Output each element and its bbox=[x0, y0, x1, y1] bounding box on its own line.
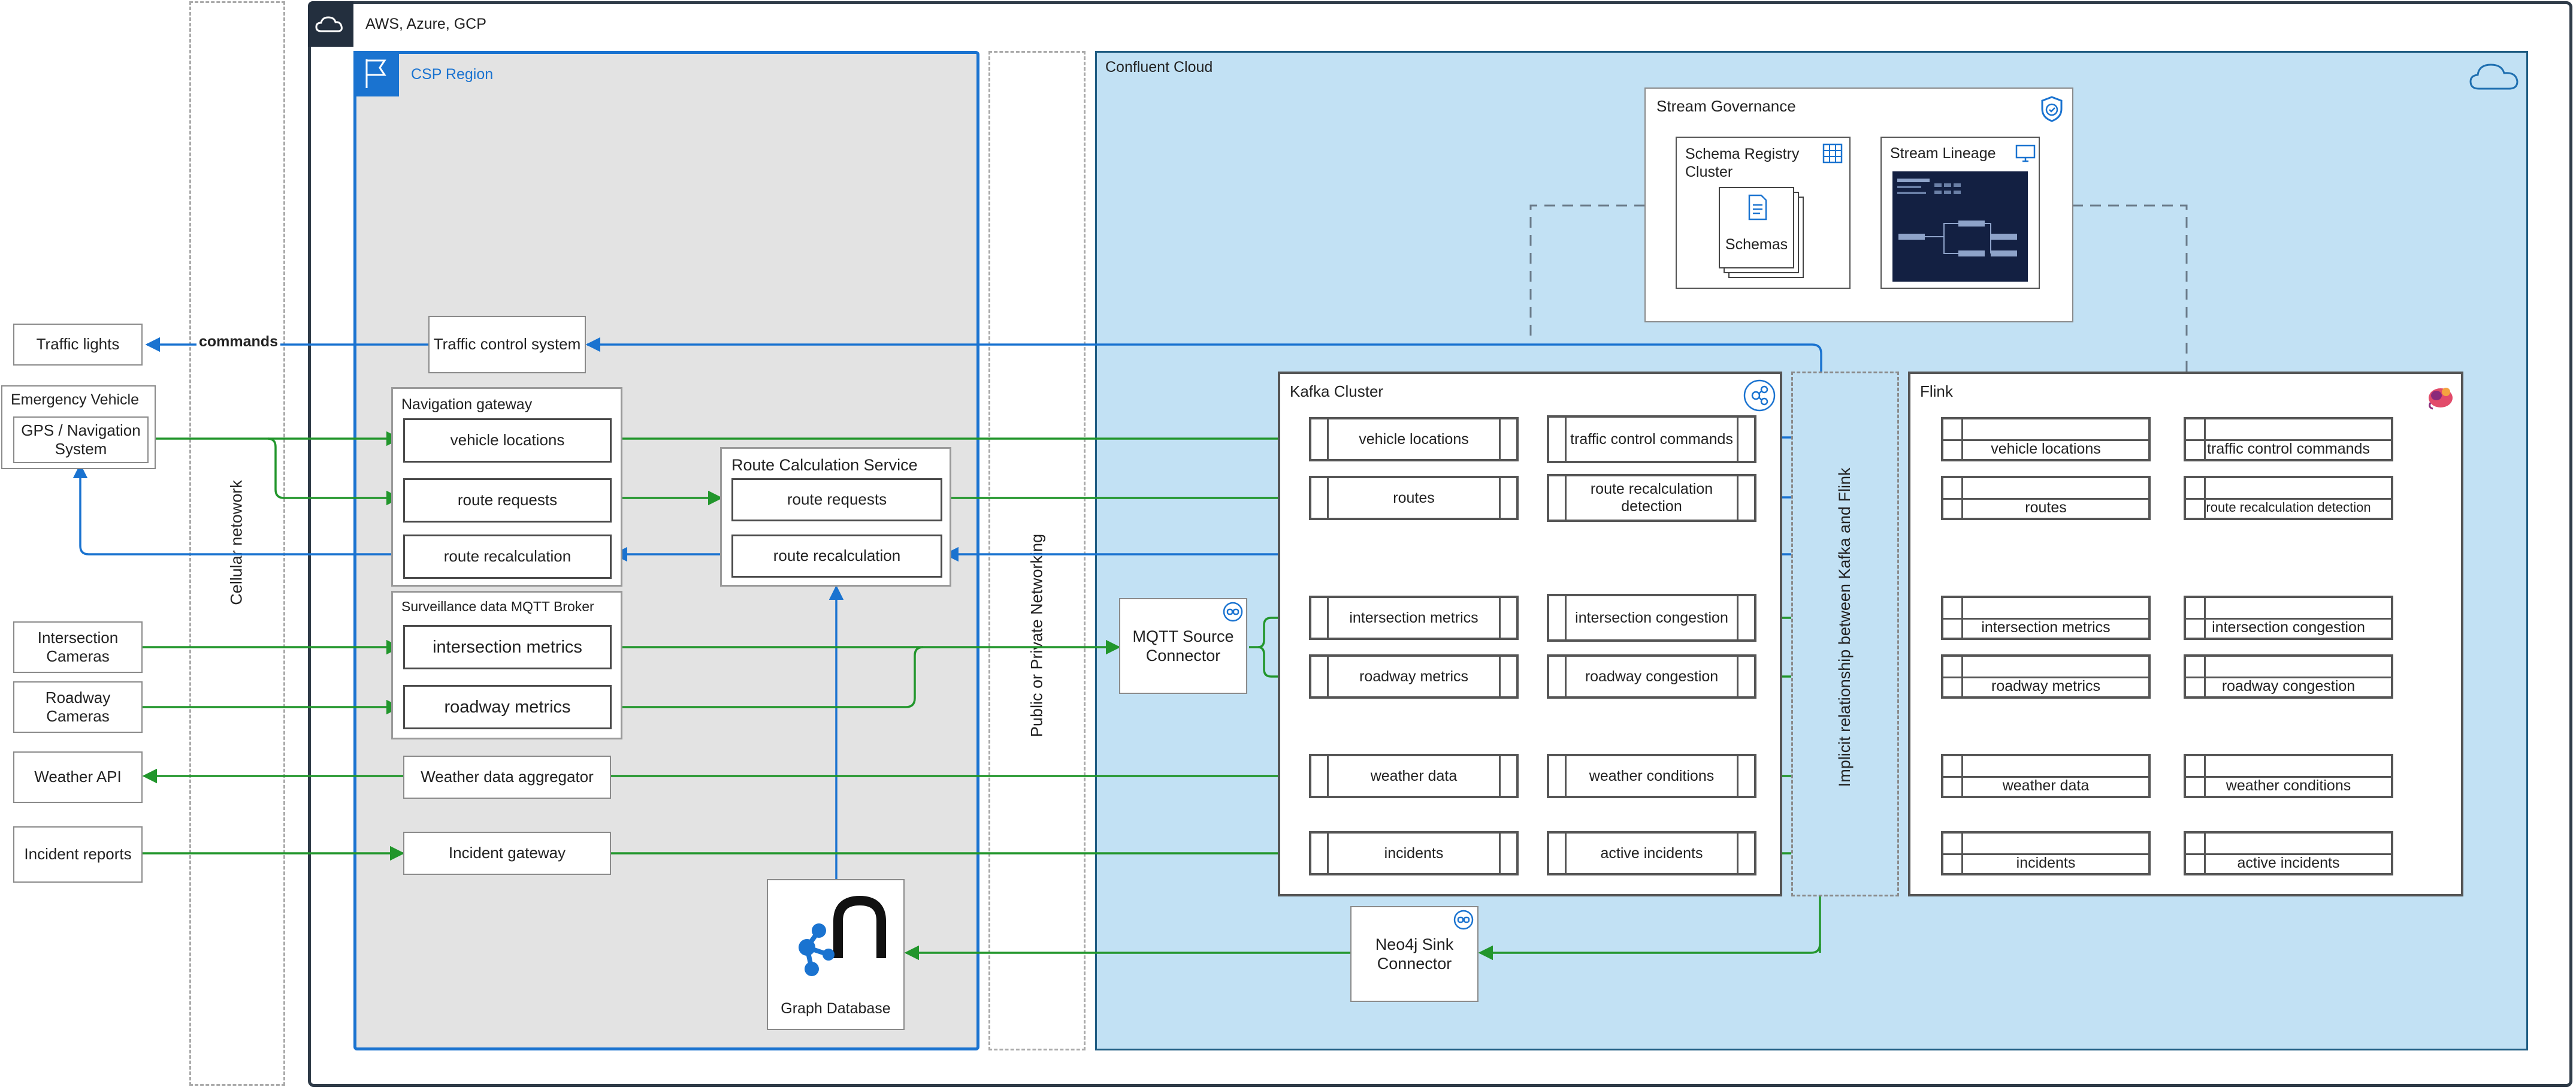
document-icon bbox=[1748, 194, 1767, 221]
intersection-cameras[interactable]: Intersection Cameras bbox=[13, 621, 143, 673]
schema-registry-title: Schema Registry Cluster bbox=[1685, 146, 1800, 180]
kafka-topic-intersection-metrics[interactable]: intersection metrics bbox=[1309, 596, 1519, 640]
flink-table-traffic-control-commands[interactable]: traffic control commands bbox=[2184, 417, 2393, 461]
kafka-topic-roadway-metrics[interactable]: roadway metrics bbox=[1309, 654, 1519, 699]
route-calculation-service: Route Calculation Service route requests… bbox=[720, 447, 951, 587]
implicit-relationship-zone bbox=[1791, 372, 1899, 896]
broker-roadway-metrics[interactable]: roadway metrics bbox=[403, 685, 612, 729]
flink-table-vehicle-locations[interactable]: vehicle locations bbox=[1941, 417, 2151, 461]
flink-table-route-recalculation-detection[interactable]: route recalculation detection bbox=[2184, 476, 2393, 520]
kafka-cluster-icon bbox=[1743, 379, 1776, 412]
cloud-provider-icon-tab bbox=[308, 1, 353, 47]
weather-data-aggregator[interactable]: Weather data aggregator bbox=[403, 756, 611, 799]
kafka-cluster-title: Kafka Cluster bbox=[1290, 382, 1384, 400]
stream-lineage[interactable]: Stream Lineage bbox=[1880, 137, 2040, 289]
nav-vehicle-locations[interactable]: vehicle locations bbox=[403, 418, 612, 463]
emergency-vehicle-title: Emergency Vehicle bbox=[11, 391, 140, 408]
incident-gateway[interactable]: Incident gateway bbox=[403, 832, 611, 875]
csp-region-title: CSP Region bbox=[411, 66, 494, 83]
nav-route-requests[interactable]: route requests bbox=[403, 478, 612, 523]
flink-table-incidents[interactable]: incidents bbox=[1941, 831, 2151, 875]
kafka-topic-weather-conditions[interactable]: weather conditions bbox=[1547, 754, 1756, 798]
emergency-vehicle[interactable]: Emergency Vehicle GPS / Navigation Syste… bbox=[1, 385, 156, 469]
gps-navigation-system[interactable]: GPS / Navigation System bbox=[13, 416, 149, 463]
graph-database[interactable]: Graph Database bbox=[767, 879, 905, 1030]
kafka-topic-route-recalculation-detection[interactable]: route recalculation detection bbox=[1547, 474, 1756, 522]
kafka-topic-routes[interactable]: routes bbox=[1309, 476, 1519, 520]
kafka-topic-weather-data[interactable]: weather data bbox=[1309, 754, 1519, 798]
kafka-topic-roadway-congestion[interactable]: roadway congestion bbox=[1547, 654, 1756, 699]
connector-icon bbox=[1223, 602, 1243, 622]
public-private-networking-label: Public or Private Networking bbox=[1027, 533, 1046, 738]
route-calc-title: Route Calculation Service bbox=[731, 456, 918, 474]
csp-region-icon-tab bbox=[353, 51, 399, 96]
graph-database-label: Graph Database bbox=[781, 1000, 891, 1017]
lineage-graph-thumbnail bbox=[1892, 171, 2028, 282]
broker-intersection-metrics[interactable]: intersection metrics bbox=[403, 625, 612, 669]
flag-icon bbox=[365, 59, 386, 88]
schema-registry-cluster[interactable]: Schema Registry Cluster Schemas bbox=[1676, 137, 1851, 289]
stream-lineage-title: Stream Lineage bbox=[1890, 145, 1996, 162]
kafka-topic-traffic-control-commands[interactable]: traffic control commands bbox=[1547, 415, 1756, 463]
cloud-icon bbox=[315, 16, 343, 32]
grid-table-icon bbox=[1822, 143, 1843, 164]
weather-api[interactable]: Weather API bbox=[13, 751, 143, 803]
incident-reports[interactable]: Incident reports bbox=[13, 826, 143, 883]
surveillance-mqtt-broker: Surveillance data MQTT Broker intersecti… bbox=[391, 591, 622, 739]
connector-icon bbox=[1453, 910, 1474, 930]
confluent-cloud-title: Confluent Cloud bbox=[1105, 59, 1213, 76]
flink-squirrel-icon bbox=[2429, 388, 2453, 410]
route-calc-route-requests[interactable]: route requests bbox=[731, 478, 942, 521]
route-calc-route-recalculation[interactable]: route recalculation bbox=[731, 535, 942, 578]
kafka-topic-active-incidents[interactable]: active incidents bbox=[1547, 831, 1756, 875]
roadway-cameras[interactable]: Roadway Cameras bbox=[13, 681, 143, 733]
navigation-gateway-title: Navigation gateway bbox=[401, 396, 533, 413]
stream-governance: Stream Governance Schema Registry Cluste… bbox=[1644, 87, 2073, 322]
flink-title: Flink bbox=[1920, 382, 1953, 400]
schemas-stack[interactable]: Schemas bbox=[1719, 187, 1794, 268]
flink-table-roadway-metrics[interactable]: roadway metrics bbox=[1941, 654, 2151, 699]
traffic-lights[interactable]: Traffic lights bbox=[13, 324, 143, 366]
neo4j-graph-icon bbox=[799, 895, 886, 976]
flink-table-intersection-congestion[interactable]: intersection congestion bbox=[2184, 596, 2393, 640]
confluent-cloud-icon bbox=[2469, 64, 2518, 90]
commands-label: commands bbox=[196, 333, 280, 351]
kafka-topic-vehicle-locations[interactable]: vehicle locations bbox=[1309, 417, 1519, 461]
cellular-network-label: Cellular netowork bbox=[227, 480, 246, 605]
implicit-relationship-label: Implicit relationship between Kafka and … bbox=[1836, 467, 1854, 787]
flink-table-intersection-metrics[interactable]: intersection metrics bbox=[1941, 596, 2151, 640]
cloud-provider-title: AWS, Azure, GCP bbox=[365, 16, 486, 32]
flink-table-roadway-congestion[interactable]: roadway congestion bbox=[2184, 654, 2393, 699]
monitor-icon bbox=[2015, 144, 2036, 162]
schemas-label: Schemas bbox=[1725, 236, 1788, 253]
neo4j-sink-connector[interactable]: Neo4j Sink Connector bbox=[1350, 906, 1479, 1002]
flink-table-weather-data[interactable]: weather data bbox=[1941, 754, 2151, 798]
kafka-topic-intersection-congestion[interactable]: intersection congestion bbox=[1547, 594, 1756, 642]
shield-check-icon bbox=[2041, 96, 2063, 122]
flink-table-active-incidents[interactable]: active incidents bbox=[2184, 831, 2393, 875]
kafka-topic-incidents[interactable]: incidents bbox=[1309, 831, 1519, 875]
flink-table-routes[interactable]: routes bbox=[1941, 476, 2151, 520]
stream-governance-title: Stream Governance bbox=[1656, 97, 1796, 115]
surveillance-broker-title: Surveillance data MQTT Broker bbox=[401, 599, 594, 614]
traffic-control-system[interactable]: Traffic control system bbox=[428, 316, 586, 373]
navigation-gateway: Navigation gateway vehicle locations rou… bbox=[391, 387, 622, 587]
flink-table-weather-conditions[interactable]: weather conditions bbox=[2184, 754, 2393, 798]
nav-route-recalculation[interactable]: route recalculation bbox=[403, 535, 612, 579]
